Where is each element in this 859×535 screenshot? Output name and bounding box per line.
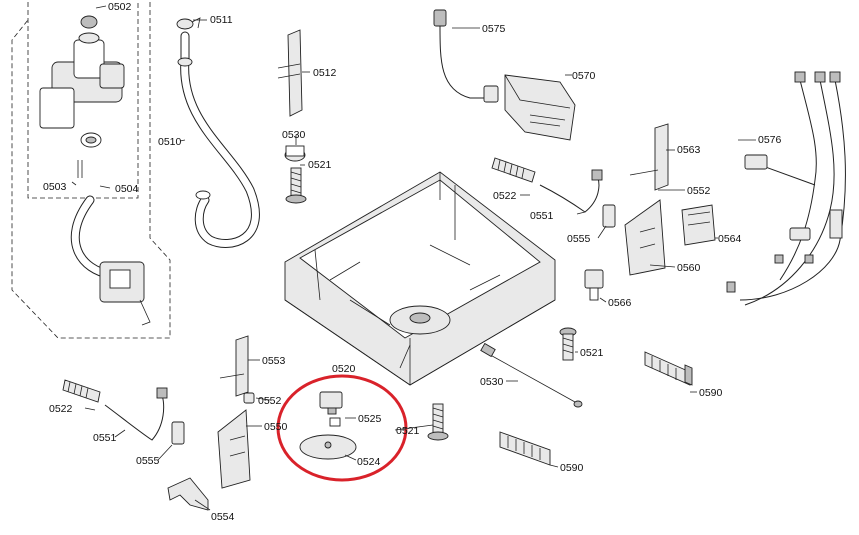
valve-group-outline	[11, 2, 171, 339]
highlight-circle	[276, 374, 408, 482]
part-0566-sensor	[584, 269, 604, 301]
part-0521-screw-top	[285, 167, 307, 204]
part-0522-spring-bottom	[62, 379, 101, 403]
part-0524-disc	[299, 417, 357, 460]
part-0502-inlet-valve	[39, 15, 125, 178]
label-0510: 0510	[158, 136, 182, 148]
label-0570: 0570	[572, 70, 596, 82]
label-0555-bottom: 0555	[136, 455, 160, 467]
label-0530-middle: 0530	[480, 376, 504, 388]
part-0512-bracket	[277, 29, 303, 117]
label-0504: 0504	[115, 183, 139, 195]
label-0564: 0564	[718, 233, 742, 245]
label-0502: 0502	[108, 1, 132, 13]
label-0522-bottom: 0522	[49, 403, 73, 415]
label-0503: 0503	[43, 181, 67, 193]
leader-lines	[71, 5, 756, 511]
part-0525-connector	[319, 391, 343, 415]
part-0564-bracket	[681, 204, 716, 246]
label-0554: 0554	[211, 511, 235, 523]
part-0563-hinge-bracket	[629, 123, 669, 191]
part-0510-drain-hose	[177, 31, 260, 248]
label-0524: 0524	[357, 456, 381, 468]
label-0511: 0511	[210, 14, 233, 26]
part-0576-wiring-harness	[726, 71, 846, 306]
part-0570-module	[504, 74, 576, 141]
part-0560-hinge-plate	[624, 199, 666, 276]
label-0566: 0566	[608, 297, 632, 309]
label-0521-right: 0521	[580, 347, 604, 359]
part-0551-cable-top	[539, 169, 603, 213]
label-0522-top: 0522	[493, 190, 517, 202]
label-0560: 0560	[677, 262, 701, 274]
part-0504-inlet-hose	[70, 195, 151, 326]
part-0555-clip-top	[602, 204, 616, 228]
label-0552-bottom: 0552	[258, 395, 282, 407]
part-0590-rail-top	[644, 351, 693, 386]
label-0575: 0575	[482, 23, 506, 35]
part-0521-screw-bottom	[427, 403, 449, 441]
part-0552-clip	[243, 392, 255, 404]
label-0551-bottom: 0551	[93, 432, 117, 444]
part-labels: 0502 0503 0504 0510 0511 0512 0530 0521 …	[43, 1, 782, 523]
part-0590-rail-bottom	[499, 431, 551, 466]
label-0576: 0576	[758, 134, 782, 146]
label-0512: 0512	[313, 67, 337, 79]
label-0563: 0563	[677, 144, 701, 156]
label-0551-top: 0551	[530, 210, 554, 222]
part-0575-power-cord	[433, 9, 499, 103]
part-0521-screw-right	[559, 327, 577, 361]
label-0521-top: 0521	[308, 159, 332, 171]
part-0550-hinge-plate	[217, 409, 251, 489]
label-0530-top: 0530	[282, 129, 306, 141]
label-0520: 0520	[332, 363, 356, 375]
part-0551-cable-bottom	[104, 387, 168, 441]
label-0525: 0525	[358, 413, 382, 425]
part-0511-clamp	[176, 17, 201, 30]
label-0590-bottom: 0590	[560, 462, 584, 474]
part-0554-hinge-cover	[167, 477, 209, 511]
label-0555-top: 0555	[567, 233, 591, 245]
part-0530-sensor-rod	[480, 342, 583, 408]
label-0521-bottom: 0521	[396, 425, 420, 437]
part-0520-base-tub	[284, 171, 556, 386]
label-0553: 0553	[262, 355, 286, 367]
part-0553-bracket	[219, 335, 249, 397]
label-0552-top: 0552	[687, 185, 711, 197]
part-0555-clip-bottom	[171, 421, 185, 445]
label-0550: 0550	[264, 421, 288, 433]
label-0590-top: 0590	[699, 387, 723, 399]
part-0530-nut-top	[284, 145, 306, 162]
part-0522-spring-top	[491, 157, 536, 183]
